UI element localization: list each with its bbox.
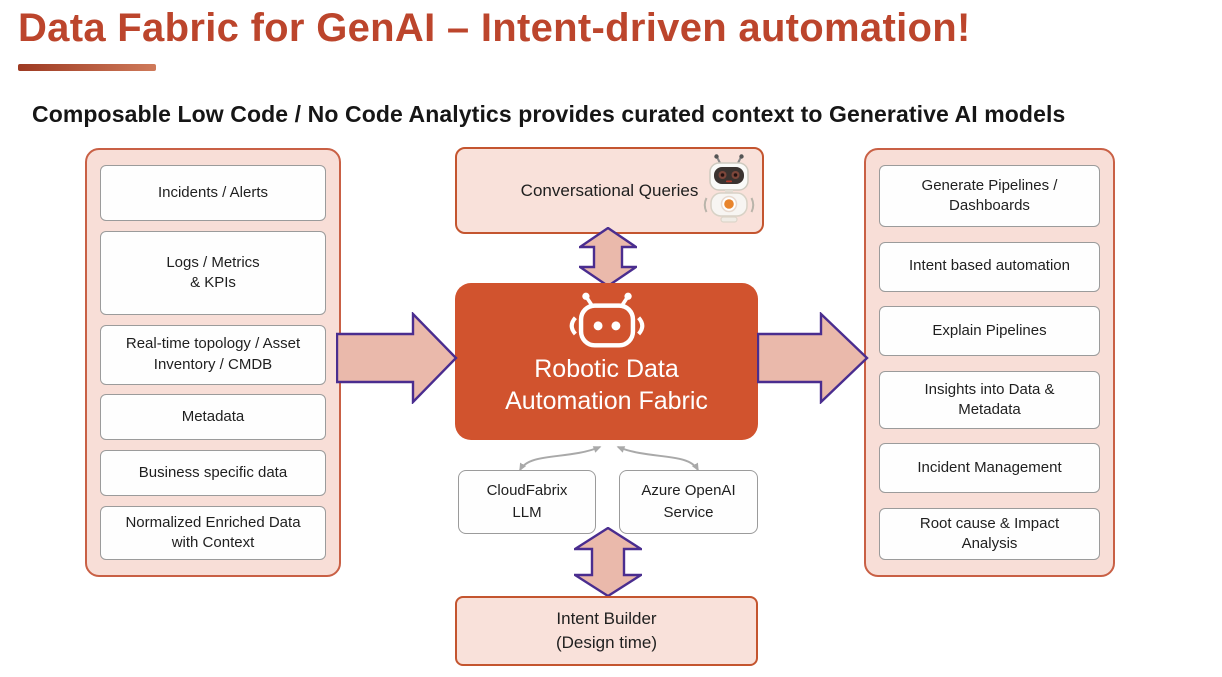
robot-head-icon — [569, 292, 644, 348]
list-item: Logs / Metrics & KPIs — [100, 230, 326, 315]
intent-builder-box: Intent Builder (Design time) — [455, 596, 758, 666]
list-item: Business specific data — [100, 450, 326, 497]
right-flow-arrow — [757, 312, 869, 404]
page-title: Data Fabric for GenAI – Intent-driven au… — [18, 6, 971, 50]
list-item: Metadata — [100, 394, 326, 441]
list-item: Incidents / Alerts — [100, 165, 326, 221]
left-flow-arrow — [336, 312, 458, 404]
list-item: Explain Pipelines — [879, 306, 1100, 357]
bidirectional-arrow-bottom — [574, 527, 642, 597]
rdaf-box: Robotic Data Automation Fabric — [455, 283, 758, 440]
azure-openai-box: Azure OpenAI Service — [619, 470, 758, 534]
list-item: Real-time topology / Asset Inventory / C… — [100, 324, 326, 385]
list-item: Normalized Enriched Data with Context — [100, 505, 326, 560]
llm-connector-arrows — [519, 446, 699, 472]
rdaf-label: Robotic Data Automation Fabric — [505, 355, 708, 415]
chatbot-robot-icon — [703, 154, 755, 223]
intent-builder-label: Intent Builder (Design time) — [555, 609, 658, 652]
cloudfabrix-llm-box: CloudFabrix LLM — [458, 470, 596, 534]
page-subtitle: Composable Low Code / No Code Analytics … — [32, 101, 1066, 127]
title-underline — [18, 64, 156, 71]
azure-openai-label: Azure OpenAI Service — [641, 482, 736, 521]
outcomes-panel: Generate Pipelines / Dashboards Intent b… — [864, 148, 1115, 577]
data-sources-panel: Incidents / Alerts Logs / Metrics & KPIs… — [85, 148, 341, 577]
conversational-queries-label: Conversational Queries — [520, 180, 699, 200]
list-item: Generate Pipelines / Dashboards — [879, 165, 1100, 227]
list-item: Root cause & Impact Analysis — [879, 507, 1100, 560]
cloudfabrix-llm-label: CloudFabrix LLM — [486, 482, 568, 521]
list-item: Insights into Data & Metadata — [879, 370, 1100, 429]
list-item: Incident Management — [879, 443, 1100, 494]
conversational-queries-box: Conversational Queries — [455, 147, 764, 234]
list-item: Intent based automation — [879, 241, 1100, 292]
bidirectional-arrow-top — [579, 227, 637, 287]
